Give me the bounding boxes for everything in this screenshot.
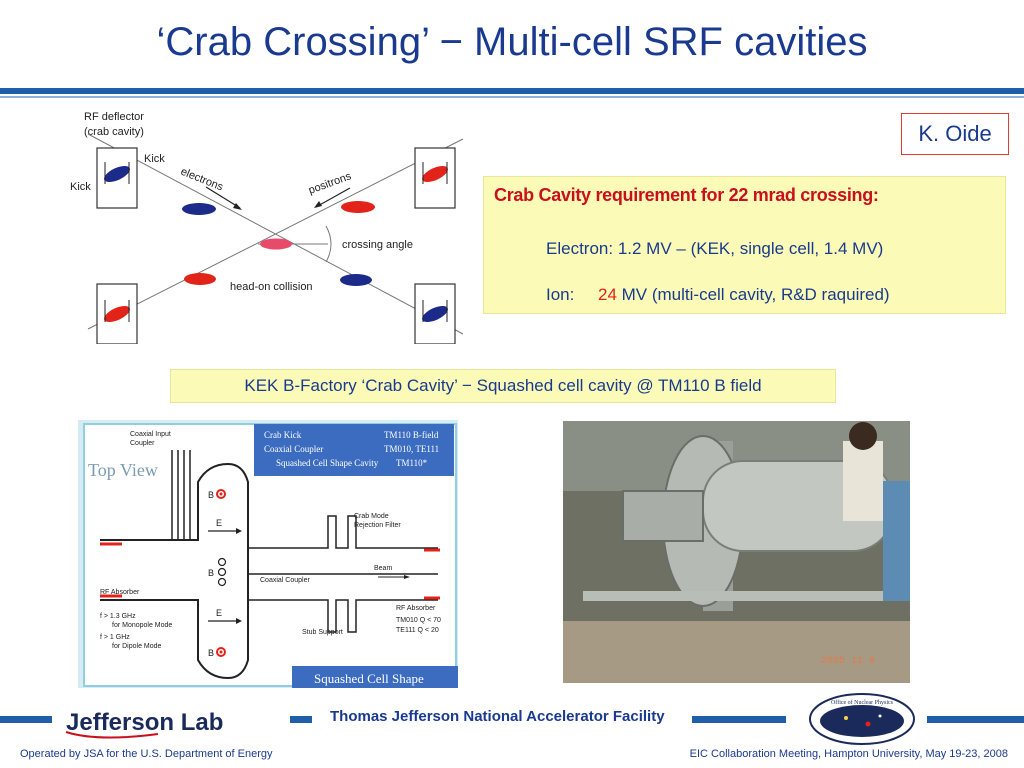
rejection-filter-label: Rejection Filter bbox=[354, 522, 401, 529]
b-field-label-2: B bbox=[208, 568, 214, 578]
crab-crossing-diagram: RF deflector (crab cavity) Kick Kick ele… bbox=[68, 104, 466, 344]
electron-line: Electron: 1.2 MV – (KEK, single cell, 1.… bbox=[546, 239, 883, 259]
title-rule bbox=[0, 88, 1024, 94]
legend-left-0: Crab Kick bbox=[264, 430, 302, 440]
jefferson-lab-logo: Jefferson Lab bbox=[58, 700, 230, 744]
cavity-top-view-schematic: Crab Kick TM110 B-field Coaxial Coupler … bbox=[78, 420, 458, 688]
ion-label: Ion bbox=[546, 285, 570, 304]
crab-cavity-photo: 2005 11 8 bbox=[563, 421, 910, 683]
coaxial-input-label: Coaxial Input bbox=[130, 431, 171, 438]
electron-text: : 1.2 MV – (KEK, single cell, 1.4 MV) bbox=[608, 239, 884, 258]
requirement-heading: Crab Cavity requirement for 22 mrad cros… bbox=[494, 185, 879, 205]
ion-value: 24 bbox=[597, 285, 617, 304]
legend-right-1: TM010, TE111 bbox=[384, 444, 439, 454]
author-badge: K. Oide bbox=[901, 113, 1009, 155]
head-on-label: head-on collision bbox=[230, 281, 313, 293]
for-monopole-label: for Monopole Mode bbox=[112, 622, 172, 629]
te111-label: TE111 Q < 20 bbox=[396, 627, 439, 634]
tm010-label: TM010 Q < 70 bbox=[396, 617, 441, 624]
jlab-logo-text: Jefferson Lab bbox=[66, 709, 223, 736]
crab-mode-label: Crab Mode bbox=[354, 513, 389, 520]
footer-bar-right-1 bbox=[692, 716, 786, 723]
e-field-label-1: E bbox=[216, 518, 222, 528]
footer-bar-left bbox=[0, 716, 52, 723]
onp-logo-text: Office of Nuclear Physics bbox=[831, 699, 894, 706]
electron-label: Electron bbox=[546, 239, 609, 258]
f-monopole-label: f > 1.3 GHz bbox=[100, 613, 136, 620]
crossing-angle-label: crossing angle bbox=[342, 239, 413, 251]
rf-deflector-label: RF deflector bbox=[84, 111, 144, 123]
legend-right-2: TM110* bbox=[396, 458, 428, 468]
b-field-label-1: B bbox=[208, 490, 214, 500]
crab-cavity-label: (crab cavity) bbox=[84, 126, 144, 138]
coaxial-coupler-label: Coaxial Coupler bbox=[260, 577, 310, 584]
legend-right-0: TM110 B-field bbox=[384, 430, 439, 440]
footer-operated: Operated by JSA for the U.S. Department … bbox=[20, 748, 273, 760]
kick-left-label: Kick bbox=[70, 181, 91, 193]
footer-bar-mid bbox=[290, 716, 312, 723]
tjnaf-label: Thomas Jefferson National Accelerator Fa… bbox=[330, 708, 665, 725]
legend-left-2: Squashed Cell Shape Cavity bbox=[276, 458, 379, 468]
for-dipole-label: for Dipole Mode bbox=[112, 643, 162, 650]
e-field-label-2: E bbox=[216, 608, 222, 618]
legend-left-1: Coaxial Coupler bbox=[264, 444, 323, 454]
footer-meeting: EIC Collaboration Meeting, Hampton Unive… bbox=[689, 748, 1008, 760]
title-rule-thin bbox=[0, 96, 1024, 98]
slide-title: ‘Crab Crossing’ − Multi-cell SRF cavitie… bbox=[156, 20, 868, 64]
rf-absorber-right-label: RF Absorber bbox=[396, 605, 436, 612]
kick-top-label: Kick bbox=[144, 153, 165, 165]
footer-bar-right-2 bbox=[927, 716, 1024, 723]
rf-absorber-left-label: RF Absorber bbox=[100, 589, 140, 596]
f-dipole-label: f > 1 GHz bbox=[100, 634, 130, 641]
squashed-cell-label: Squashed Cell Shape bbox=[314, 671, 424, 686]
ion-sep: : bbox=[569, 285, 598, 304]
beam-label: Beam bbox=[374, 565, 392, 572]
top-view-label: Top View bbox=[88, 460, 158, 480]
requirement-box: Crab Cavity requirement for 22 mrad cros… bbox=[483, 176, 1006, 314]
kek-caption: KEK B-Factory ‘Crab Cavity’ − Squashed c… bbox=[170, 369, 836, 403]
photo-date-stamp: 2005 11 8 bbox=[821, 656, 875, 667]
ion-line: Ion: 24 MV (multi-cell cavity, R&D raqui… bbox=[546, 285, 890, 305]
b-field-label-3: B bbox=[208, 648, 214, 658]
ion-text: MV (multi-cell cavity, R&D raquired) bbox=[616, 285, 890, 304]
stub-support-label: Stub Support bbox=[302, 629, 343, 636]
office-of-nuclear-physics-logo: Office of Nuclear Physics bbox=[809, 693, 915, 745]
coupler-label: Coupler bbox=[130, 440, 155, 447]
